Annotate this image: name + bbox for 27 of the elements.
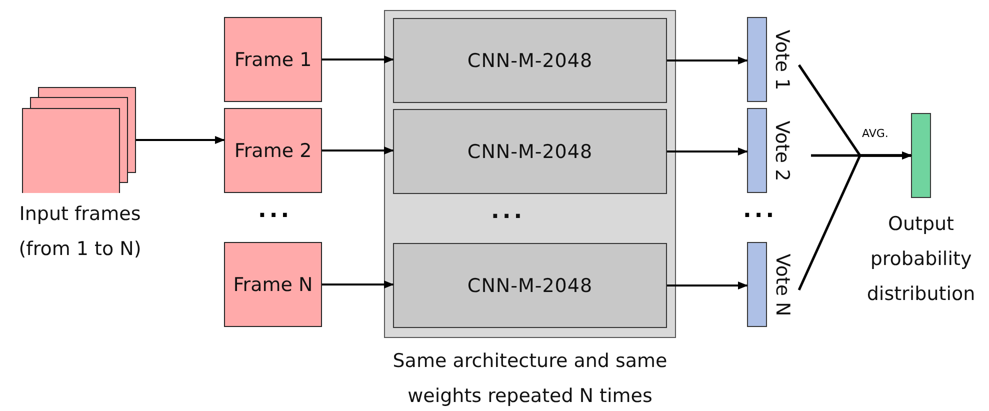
ellipsis: ... [743, 200, 778, 222]
arrow [667, 148, 748, 156]
frame-box: Frame N [224, 242, 322, 327]
frame-stack-icon [22, 87, 136, 193]
node-label: Output probability distribution [866, 212, 976, 307]
vote-label: Vote 2 [770, 119, 794, 183]
node-label: Same architecture and same weights repeated N times [392, 349, 668, 409]
ellipsis: ... [258, 200, 292, 222]
arrow [136, 136, 225, 144]
edge-label: AVG. [862, 128, 888, 140]
network-box: CNN-M-2048 [393, 243, 667, 328]
node-label: Input frames (from 1 to N) [18, 202, 142, 262]
frame-box: Frame 2 [224, 108, 322, 193]
arrow [798, 152, 912, 291]
output-bar [911, 113, 931, 198]
arrow [667, 56, 748, 64]
network-box: CNN-M-2048 [393, 109, 667, 194]
frame-box: Frame 1 [224, 17, 322, 102]
network-box: CNN-M-2048 [393, 18, 667, 103]
vote-label: Vote 1 [770, 28, 794, 92]
arrow [322, 280, 394, 288]
model-container [384, 10, 676, 338]
vote-label: Vote N [770, 252, 794, 318]
arrow [322, 56, 394, 64]
arrow [667, 282, 748, 290]
ellipsis: ... [491, 201, 526, 223]
arrow [322, 146, 394, 154]
